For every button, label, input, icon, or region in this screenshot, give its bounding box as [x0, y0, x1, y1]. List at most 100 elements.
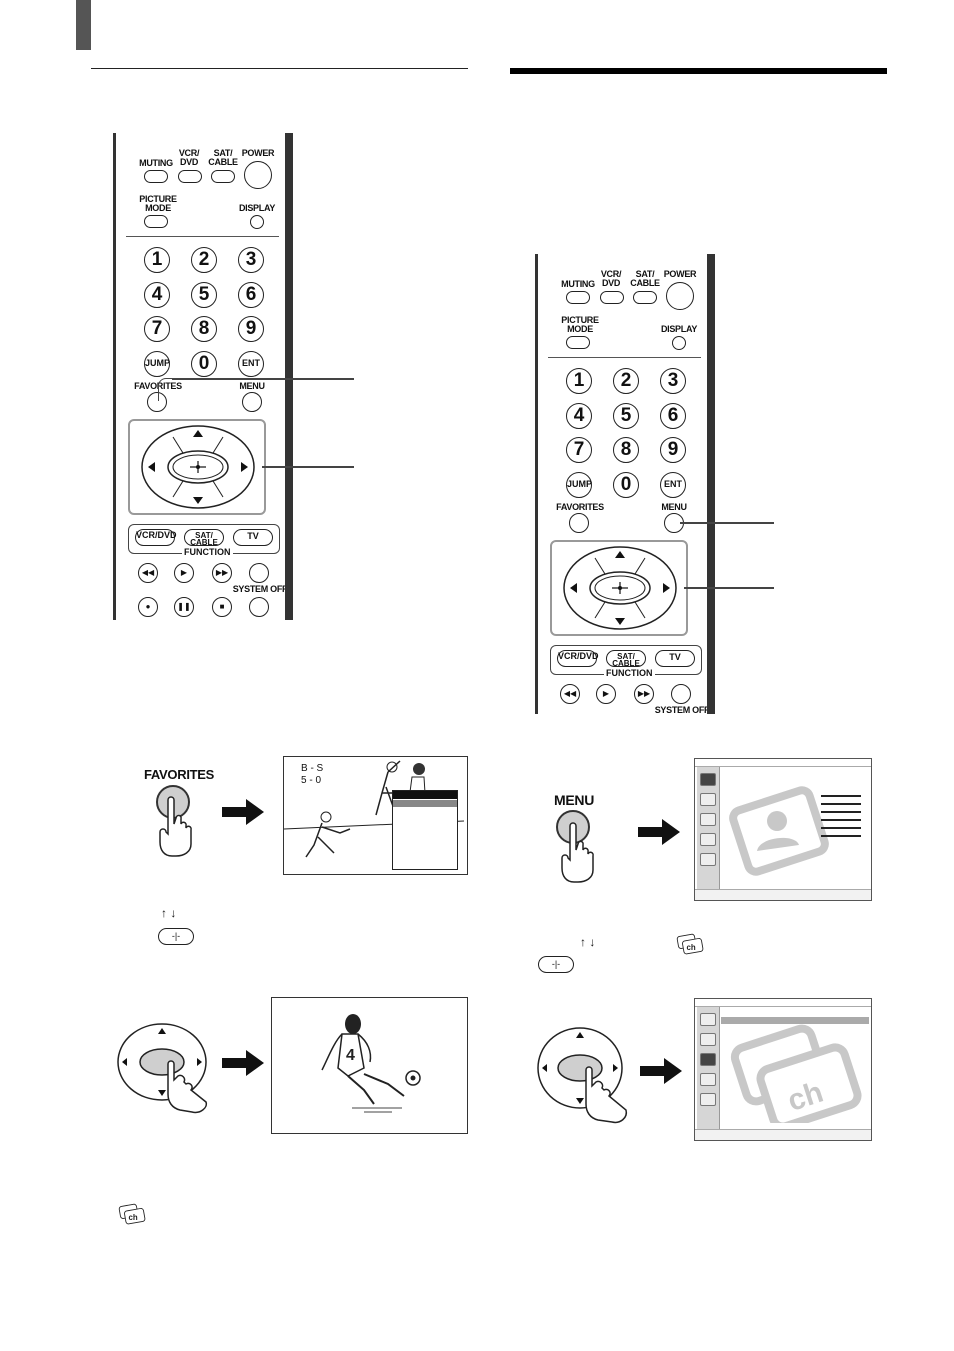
jump-button[interactable]: JUMP — [566, 472, 592, 498]
digit-6-button[interactable]: 6 — [660, 403, 686, 429]
channel-watermark-icon: ch — [730, 1024, 862, 1123]
digit-9-button[interactable]: 9 — [238, 316, 264, 342]
menu-highlight-row — [721, 1017, 869, 1024]
function-sat-cable-button[interactable]: SAT/ CABLE — [606, 650, 646, 668]
sat-cable-button[interactable] — [633, 291, 657, 304]
digit-2-button[interactable]: 2 — [613, 368, 639, 394]
favorites-callout-bend — [158, 378, 173, 401]
menu-callout-line — [680, 522, 774, 524]
record-button[interactable]: ● — [138, 597, 158, 617]
picture-watermark-icon — [729, 786, 829, 876]
jump-button[interactable]: JUMP — [144, 351, 170, 377]
sat-cable-label: SAT/ CABLE — [208, 148, 238, 167]
soccer-player-illustration: 4 — [321, 1014, 421, 1113]
ent-button[interactable]: ENT — [660, 472, 686, 498]
picture-menu-icon — [700, 773, 716, 786]
digit-7-button[interactable]: 7 — [566, 437, 592, 463]
digit-4-button[interactable]: 4 — [144, 282, 170, 308]
menu-top-bar — [695, 759, 871, 767]
svg-text:ch: ch — [687, 943, 696, 952]
timer-menu-icon — [700, 793, 716, 806]
favorites-label: FAVORITES — [556, 502, 604, 512]
function-tv-button[interactable]: TV — [655, 650, 695, 667]
pad-callout-line-right — [684, 587, 774, 589]
navigation-pad[interactable] — [138, 424, 258, 510]
favorites-callout-line — [172, 378, 354, 380]
digit-0-button[interactable]: 0 — [191, 351, 217, 377]
favorites-tv-screen: B - S 5 - 0 — [283, 756, 468, 875]
channel-menu-icon — [700, 833, 716, 846]
digit-8-button[interactable]: 8 — [613, 437, 639, 463]
menu-step-label: MENU — [554, 792, 595, 808]
setup-menu-icon — [700, 853, 716, 866]
sound-menu-icon — [700, 1073, 716, 1086]
display-button[interactable] — [250, 215, 264, 229]
pointing-hand-icon — [561, 822, 594, 883]
pause-button[interactable]: ❚❚ — [174, 597, 194, 617]
display-button[interactable] — [672, 336, 686, 350]
digit-7-button[interactable]: 7 — [144, 316, 170, 342]
digit-0-button[interactable]: 0 — [613, 472, 639, 498]
menu-bottom-bar — [695, 889, 871, 900]
arrow-right-icon — [222, 1050, 264, 1076]
digit-6-button[interactable]: 6 — [238, 282, 264, 308]
function-vcr-dvd-button[interactable]: VCR/DVD — [135, 529, 177, 546]
muting-button[interactable] — [566, 291, 590, 304]
rewind-button[interactable]: ◀◀ — [138, 563, 158, 583]
channel-menu-icon — [700, 1053, 716, 1066]
fast-forward-button[interactable]: ▶▶ — [634, 684, 654, 704]
pad-callout-line-left — [262, 466, 354, 468]
digit-2-button[interactable]: 2 — [191, 247, 217, 273]
rewind-button[interactable]: ◀◀ — [560, 684, 580, 704]
function-vcr-dvd-button[interactable]: VCR/DVD — [557, 650, 599, 667]
favorites-list-panel — [392, 790, 458, 870]
navigation-pad[interactable] — [560, 545, 680, 631]
digit-5-button[interactable]: 5 — [613, 403, 639, 429]
picture-mode-button[interactable] — [566, 336, 590, 349]
menu-sidebar — [697, 1007, 720, 1130]
vcr-dvd-label: VCR/ DVD — [600, 269, 622, 288]
function-tv-button[interactable]: TV — [233, 529, 273, 546]
digit-1-button[interactable]: 1 — [144, 247, 170, 273]
favorites-button[interactable] — [569, 513, 589, 533]
digit-4-button[interactable]: 4 — [566, 403, 592, 429]
fast-forward-button[interactable]: ▶▶ — [212, 563, 232, 583]
right-column-rule — [510, 68, 887, 74]
system-off-button[interactable] — [249, 563, 269, 583]
svg-text:ch: ch — [129, 1213, 138, 1222]
digit-3-button[interactable]: 3 — [660, 368, 686, 394]
digit-3-button[interactable]: 3 — [238, 247, 264, 273]
digit-5-button[interactable]: 5 — [191, 282, 217, 308]
play-button[interactable]: ▶ — [174, 563, 194, 583]
picture-mode-button[interactable] — [144, 215, 168, 228]
vcr-dvd-button[interactable] — [178, 170, 202, 183]
function-label: FUNCTION — [604, 668, 655, 678]
muting-label: MUTING — [139, 158, 173, 168]
stop-button[interactable]: ■ — [212, 597, 232, 617]
vcr-dvd-button[interactable] — [600, 291, 624, 304]
digit-8-button[interactable]: 8 — [191, 316, 217, 342]
system-off-lower-button[interactable] — [249, 597, 269, 617]
system-off-button[interactable] — [671, 684, 691, 704]
channel-menu-screen: ch — [694, 998, 872, 1141]
up-down-arrows-icon: ↑ ↓ — [580, 935, 596, 949]
muting-button[interactable] — [144, 170, 168, 183]
score-line-1: B - S — [301, 763, 324, 774]
function-sat-cable-button[interactable]: SAT/ CABLE — [184, 529, 224, 547]
menu-button[interactable] — [242, 392, 262, 412]
arrow-right-icon — [638, 819, 680, 845]
setup-menu-icon — [700, 1093, 716, 1106]
digit-1-button[interactable]: 1 — [566, 368, 592, 394]
channel-icon: ch — [118, 1203, 146, 1225]
svg-text:4: 4 — [346, 1047, 355, 1064]
power-button[interactable] — [666, 282, 694, 310]
sat-cable-button[interactable] — [211, 170, 235, 183]
muting-label: MUTING — [561, 279, 595, 289]
menu-label: MENU — [661, 502, 687, 512]
menu-sidebar — [697, 767, 720, 890]
picture-menu-icon — [700, 1013, 716, 1026]
ent-button[interactable]: ENT — [238, 351, 264, 377]
power-button[interactable] — [244, 161, 272, 189]
play-button[interactable]: ▶ — [596, 684, 616, 704]
digit-9-button[interactable]: 9 — [660, 437, 686, 463]
